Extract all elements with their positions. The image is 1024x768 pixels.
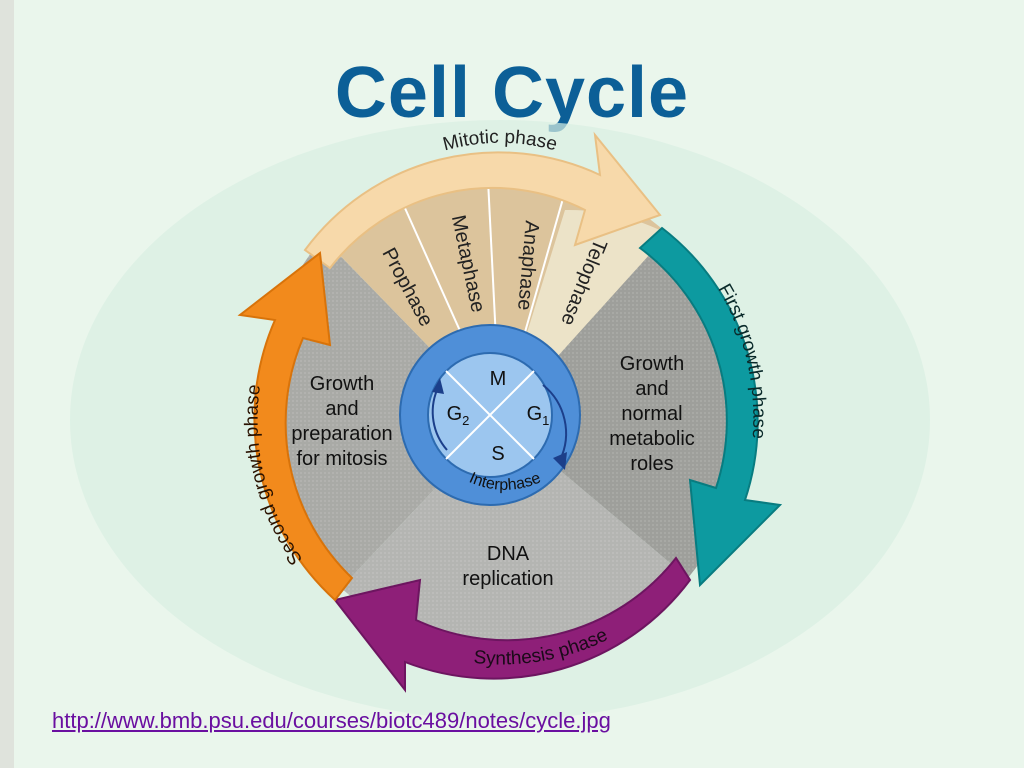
s-description: DNA replication bbox=[462, 543, 553, 590]
slide-left-border bbox=[0, 0, 14, 768]
interphase-arrow-right bbox=[542, 384, 568, 461]
slide-title: Cell Cycle bbox=[334, 53, 690, 133]
s-label: S bbox=[491, 443, 504, 465]
second-growth-phase-arrow bbox=[237, 251, 354, 602]
m-label: M bbox=[490, 368, 507, 390]
svg-text:roles: roles bbox=[630, 453, 673, 475]
svg-text:Growth: Growth bbox=[310, 373, 374, 395]
g1-description: Growth and normal metabolic roles bbox=[609, 353, 695, 475]
svg-text:replication: replication bbox=[462, 568, 553, 590]
g2-description: Growth and preparation for mitosis bbox=[291, 373, 392, 470]
source-url-link[interactable]: http://www.bmb.psu.edu/courses/biotc489/… bbox=[52, 708, 611, 733]
svg-text:metabolic: metabolic bbox=[609, 428, 695, 450]
svg-text:and: and bbox=[635, 378, 668, 400]
arrowhead-icon bbox=[553, 452, 567, 470]
first-growth-phase-arrow bbox=[638, 226, 783, 588]
g2-label: G2 bbox=[447, 403, 470, 428]
arrowhead-icon bbox=[432, 378, 444, 394]
svg-text:Growth: Growth bbox=[620, 353, 684, 375]
g1-label: G1 bbox=[527, 403, 550, 428]
center-hub bbox=[399, 324, 581, 506]
interphase-arrow-left bbox=[431, 389, 448, 451]
svg-text:preparation: preparation bbox=[291, 423, 392, 445]
svg-text:for mitosis: for mitosis bbox=[296, 448, 387, 470]
svg-text:and: and bbox=[325, 398, 358, 420]
svg-text:DNA: DNA bbox=[487, 543, 530, 565]
mitotic-phase-arrow bbox=[303, 131, 662, 270]
svg-text:normal: normal bbox=[621, 403, 682, 425]
